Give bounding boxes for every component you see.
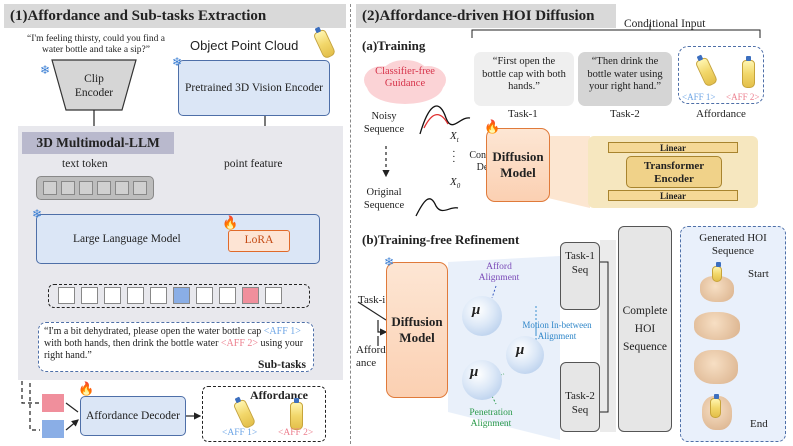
llm-response: “I'm a bit dehydrated, please open the w… [44, 326, 304, 361]
output-token [219, 287, 236, 304]
diffusion-model-label: Diffusion Model [492, 149, 544, 180]
aff2-token [242, 287, 259, 304]
hoi-frame-1-bottle [712, 262, 722, 282]
panel-divider [350, 4, 351, 444]
aff1-token [173, 287, 190, 304]
point-feature-label: point feature [224, 158, 283, 170]
aff1-label: <AFF 1> [682, 92, 716, 102]
response-box [38, 322, 314, 372]
output-token [196, 287, 213, 304]
aff2-feature [42, 420, 64, 438]
motion-mu-circle [506, 336, 544, 374]
afford-alignment-label: Afford Alignment [478, 262, 520, 283]
aff1-feature [42, 394, 64, 412]
original-sequence-label: Original Sequence [363, 187, 405, 211]
refinement-label: (b)Training-free Refinement [362, 232, 520, 247]
classifier-free-guidance: Classifier-free Guidance [375, 66, 435, 89]
frozen-snowflake-icon: ❄ [384, 255, 395, 269]
hoi-frame-2 [694, 312, 740, 340]
trainable-fire-icon: 🔥 [222, 215, 239, 230]
lora-adapter: LoRA [228, 230, 290, 252]
trainable-fire-icon: 🔥 [78, 381, 95, 396]
text-token-row [43, 181, 147, 195]
output-token-bar [48, 284, 310, 308]
subtasks-label: Sub-tasks [258, 359, 306, 371]
frozen-snowflake-icon: ❄ [40, 63, 51, 77]
task-i-label: Task-i [358, 294, 386, 306]
clip-encoder: Clip Encoder [74, 73, 114, 99]
affordance-label: Affordance [696, 108, 746, 120]
start-label: Start [748, 268, 769, 280]
task2-seq: Task-2 Seq [560, 362, 600, 432]
affordance-output-box [202, 386, 326, 442]
output-token [104, 287, 121, 304]
llm-label: Large Language Model [73, 233, 181, 245]
pretrained-3d-vision-encoder: Pretrained 3D Vision Encoder [178, 60, 330, 116]
diffusion-model-label: Diffusion Model [391, 314, 443, 345]
affordance-input-label: Afford-ance [356, 344, 390, 369]
mu-symbol: μ [472, 302, 481, 318]
text-token [133, 181, 147, 195]
output-token-row [58, 287, 282, 304]
task2-condition: “Then drink the bottle water using your … [578, 52, 672, 106]
x0-label: X0 [450, 176, 461, 191]
end-label: End [750, 418, 768, 430]
bottle-aff2-icon [290, 398, 303, 430]
hoi-frame-4-bottle [710, 394, 721, 418]
conditional-input-label: Conditional Input [624, 18, 706, 30]
text-token [79, 181, 93, 195]
noisy-sequence-label: Noisy Sequence [363, 111, 405, 135]
output-token [58, 287, 75, 304]
aff2-label: <AFF 2> [726, 92, 760, 102]
task1-label: Task-1 [508, 108, 538, 120]
training-label: (a)Training [362, 38, 426, 53]
penetration-alignment-label: Penetration Alignment [469, 408, 513, 429]
output-token [150, 287, 167, 304]
text-token-label: text token [62, 158, 108, 170]
diffusion-model-refinement: Diffusion Model [386, 262, 448, 398]
complete-hoi-label: Complete HOI Sequence [622, 305, 668, 353]
task1-seq: Task-1 Seq [560, 242, 600, 310]
linear-bottom: Linear [608, 190, 738, 201]
linear-top: Linear [608, 142, 738, 153]
hoi-frame-3 [694, 350, 738, 384]
diffusion-model-training: Diffusion Model [486, 128, 550, 202]
affordance-condition-box [678, 46, 764, 104]
mllm-title: 3D Multimodal-LLM [22, 132, 174, 154]
generated-hoi-label: Generated HOI Sequence [699, 232, 767, 257]
task2-label: Task-2 [610, 108, 640, 120]
text-token [97, 181, 111, 195]
object-point-cloud-label: Object Point Cloud [190, 38, 299, 53]
output-token [265, 287, 282, 304]
complete-hoi-sequence: Complete HOI Sequence [618, 226, 672, 432]
text-token [43, 181, 57, 195]
text-token [115, 181, 129, 195]
right-header: (2)Affordance-driven HOI Diffusion [356, 4, 616, 28]
motion-inbetween-label: Motion In-between Alignment [522, 320, 592, 341]
penetration-mu-circle [462, 360, 502, 400]
transformer-encoder: Transformer Encoder [626, 156, 722, 188]
left-header: (1)Affordance and Sub-tasks Extraction [4, 4, 346, 28]
user-instruction: “I'm feeling thirsty, could you find a w… [26, 34, 166, 55]
frozen-snowflake-icon: ❄ [32, 207, 43, 221]
afford-mu-circle [462, 296, 502, 336]
aff1-label: <AFF 1> [222, 428, 258, 438]
frozen-snowflake-icon: ❄ [172, 55, 183, 69]
bottle-aff2-icon [742, 56, 755, 88]
aff2-label: <AFF 2> [278, 428, 314, 438]
affordance-decoder: Affordance Decoder [80, 396, 186, 436]
affordance-output-label: Affordance [250, 388, 308, 402]
text-token [61, 181, 75, 195]
task1-condition: “First open the bottle cap with both han… [474, 52, 574, 106]
xt-label: Xt [450, 130, 459, 145]
output-token [127, 287, 144, 304]
vertical-dots: ··· [452, 146, 456, 168]
output-token [81, 287, 98, 304]
mu-symbol: μ [470, 364, 479, 380]
mu-symbol: μ [516, 342, 525, 358]
trainable-fire-icon: 🔥 [484, 119, 501, 134]
